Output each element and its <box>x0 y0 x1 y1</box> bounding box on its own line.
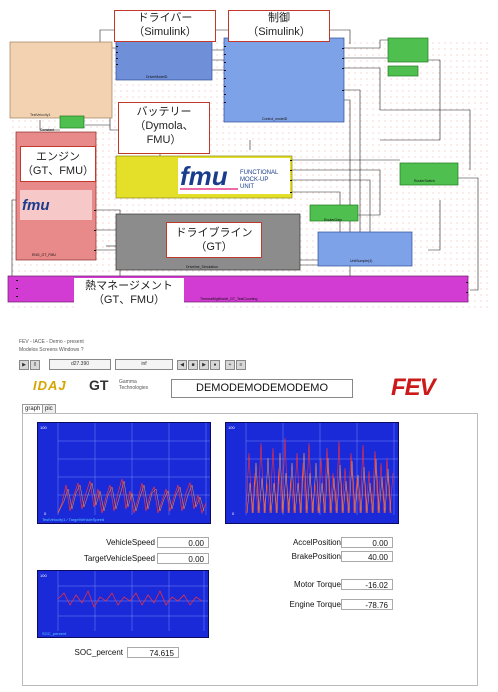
svg-text:100: 100 <box>228 425 235 430</box>
callout-driveline: ドライブライン （GT） <box>166 222 262 258</box>
brake-position-label: BrakePosition <box>291 552 341 561</box>
svg-text:ThermalMgtModel_GT_TestCountin: ThermalMgtModel_GT_TestCounting <box>200 297 257 301</box>
svg-text:Control_modelD: Control_modelD <box>262 117 288 121</box>
svg-text:100: 100 <box>40 573 47 578</box>
speed-plot-legend: TestVelocity1 / TargetVehicleSpeed <box>42 517 105 522</box>
svg-text:UnitSumple(4): UnitSumple(4) <box>350 259 372 263</box>
svg-text:Constant: Constant <box>40 128 54 132</box>
fev-logo: FEV <box>391 374 436 401</box>
fmu-logo-area <box>178 158 290 194</box>
fmu-logo-line3: UNIT <box>240 184 254 190</box>
svg-text:ENG_GT_FMU: ENG_GT_FMU <box>32 253 56 257</box>
vehicle-speed-value: 0.00 <box>157 537 209 548</box>
svg-text:0: 0 <box>44 511 47 516</box>
callout-driver: ドライバー （Simulink） <box>114 10 216 42</box>
motor-torque-label: Motor Torque <box>294 580 341 589</box>
port-markers <box>16 46 468 297</box>
target-speed-label: TargetVehicleSpeed <box>83 554 155 563</box>
green-block-router[interactable] <box>399 162 459 186</box>
demo-banner: DEMODEMODEMODEMO <box>171 379 353 398</box>
soc-value: 74.615 <box>127 647 179 658</box>
engine-torque-value: -78.76 <box>341 599 393 610</box>
green-block-small[interactable] <box>387 65 419 77</box>
vehicle-speed-label: VehicleSpeed <box>106 538 155 547</box>
step-button[interactable]: ▶ <box>199 360 209 370</box>
callout-battery-line1: バッテリー <box>136 106 192 118</box>
settings-button[interactable]: ≡ <box>236 360 246 370</box>
svg-text:RouterSwitch: RouterSwitch <box>414 179 435 183</box>
fmu-logo-text: fmu <box>180 161 228 191</box>
gt-logo-subtitle: Gamma Technologies <box>119 379 148 391</box>
brake-position-value: 40.00 <box>341 551 393 562</box>
callout-engine: エンジン （GT、FMU） <box>20 146 96 182</box>
time-field[interactable]: d27.390 <box>49 359 111 370</box>
simulation-block-diagram: TestVelocity1 DriverModelD Control_model… <box>0 0 498 318</box>
driver-block[interactable] <box>115 39 213 81</box>
callout-control: 制御 （Simulink） <box>228 10 330 42</box>
control-block[interactable] <box>223 37 345 123</box>
graph-panel: 100 0 TestVelocity1 / TargetVehicleSpeed… <box>22 413 478 686</box>
svg-text:100: 100 <box>40 425 47 430</box>
callout-control-line2: （Simulink） <box>247 26 311 38</box>
record-button[interactable]: ● <box>210 360 220 370</box>
gt-logo: GT <box>89 377 109 393</box>
callout-thermal: 熱マネージメント （GT、FMU） <box>74 278 184 313</box>
svg-text:0: 0 <box>232 511 235 516</box>
callout-driver-line1: ドライバー <box>137 12 193 24</box>
gt-logo-sub2: Technologies <box>119 385 149 391</box>
callout-engine-line1: エンジン <box>36 151 80 163</box>
svg-text:RouterGain: RouterGain <box>324 218 342 222</box>
green-block-top[interactable] <box>387 37 429 63</box>
play-button[interactable]: ▶ <box>19 360 29 370</box>
callout-engine-line2: （GT、FMU） <box>21 165 95 177</box>
pause-button[interactable]: ‖ <box>30 360 40 370</box>
end-time-field[interactable]: inf <box>115 359 173 370</box>
app-header: IDAJ GT Gamma Technologies DEMODEMODEMOD… <box>19 374 489 402</box>
svg-text:DriverModelD: DriverModelD <box>146 75 168 79</box>
callout-control-line1: 制御 <box>268 12 290 24</box>
toolbar: ▶ ‖ d27.390 inf ◀ ■ ▶ ● + ≡ <box>19 358 489 370</box>
target-speed-value: 0.00 <box>157 553 209 564</box>
callout-driveline-line2: （GT） <box>195 241 233 253</box>
zoom-button[interactable]: + <box>225 360 235 370</box>
engine-fmu-logo: fmu <box>22 197 50 214</box>
callout-battery-line3: FMU） <box>146 134 182 146</box>
soc-plot[interactable]: 100 SOC_percent <box>37 570 209 638</box>
accel-brake-plot[interactable]: 100 0 <box>225 422 399 524</box>
gt-logo-sub1: Gamma <box>119 379 137 385</box>
constant-block[interactable] <box>59 115 85 129</box>
stop-button[interactable]: ■ <box>188 360 198 370</box>
callout-thermal-line1: 熱マネージメント <box>85 280 173 292</box>
unit-sum-block[interactable] <box>317 231 413 267</box>
green-block-mid[interactable] <box>309 204 359 222</box>
accel-position-label: AccelPosition <box>292 538 341 547</box>
soc-label: SOC_percent <box>74 648 123 657</box>
engine-fmu-area <box>20 190 92 220</box>
engine-torque-label: Engine Torque <box>289 600 341 609</box>
test-block[interactable] <box>9 41 113 119</box>
step-back-button[interactable]: ◀ <box>177 360 187 370</box>
soc-plot-legend: SOC_percent <box>42 631 67 636</box>
accel-brake-plot-canvas: 100 0 <box>228 423 398 516</box>
callout-driveline-line1: ドライブライン <box>175 227 253 239</box>
accel-position-value: 0.00 <box>341 537 393 548</box>
motor-torque-value: -16.02 <box>341 579 393 590</box>
svg-text:TestVelocity1: TestVelocity1 <box>30 113 50 117</box>
svg-text:Driveline_Simulation: Driveline_Simulation <box>186 265 218 269</box>
menu-bar[interactable]: Modelos Screens Windows ? <box>19 347 84 353</box>
soc-plot-canvas: 100 <box>40 571 208 631</box>
callout-driver-line2: （Simulink） <box>133 26 197 38</box>
idaj-logo: IDAJ <box>33 378 67 393</box>
callout-thermal-line2: （GT、FMU） <box>92 294 166 306</box>
window-title: FEV - IACE - Demo - present <box>19 339 84 345</box>
speed-plot[interactable]: 100 0 TestVelocity1 / TargetVehicleSpeed <box>37 422 211 524</box>
speed-plot-canvas: 100 0 <box>40 423 210 516</box>
fmu-logo-line2: MOCK-UP <box>240 177 268 183</box>
callout-battery: バッテリー （Dymola、 FMU） <box>118 102 210 154</box>
fmu-logo-line1: FUNCTIONAL <box>240 170 279 176</box>
callout-battery-line2: （Dymola、 <box>134 120 194 132</box>
